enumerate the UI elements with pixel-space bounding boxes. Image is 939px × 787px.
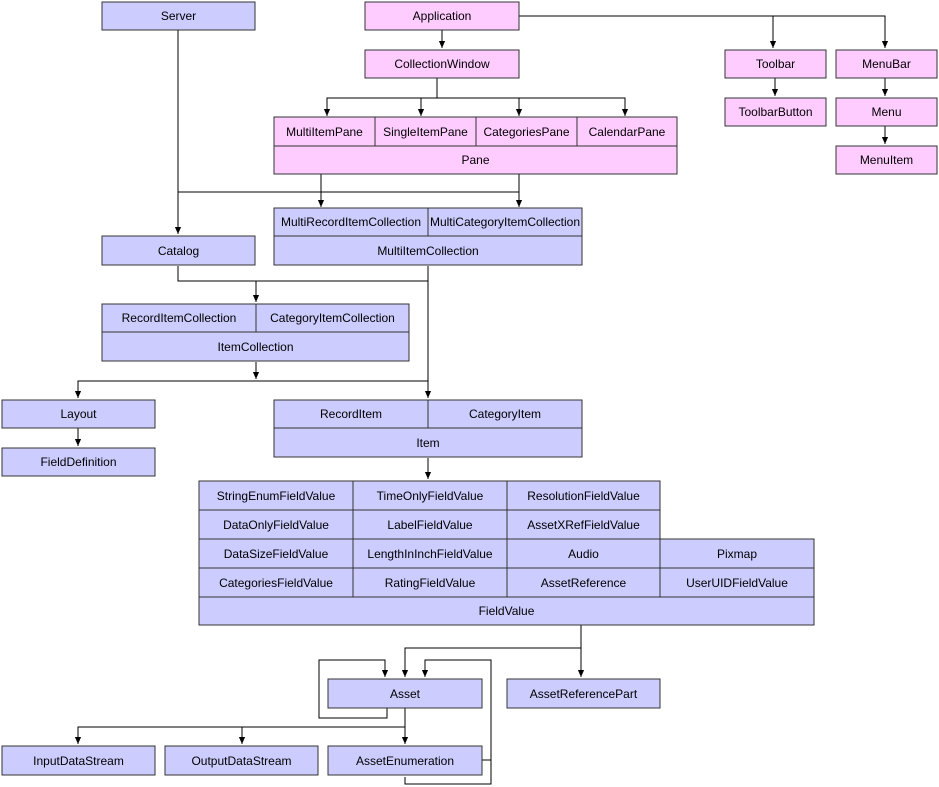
node-item-collection[interactable]: ItemCollection (101, 331, 410, 362)
svg-text:CategoriesPane: CategoriesPane (483, 125, 569, 139)
svg-text:CategoriesFieldValue: CategoriesFieldValue (219, 576, 333, 590)
svg-text:Menu: Menu (871, 105, 901, 119)
node-length-in-inch-field-value[interactable]: LengthInInchFieldValue (352, 538, 508, 569)
node-toolbar-button[interactable]: ToolbarButton (724, 97, 827, 127)
svg-text:AssetEnumeration: AssetEnumeration (356, 754, 454, 768)
node-asset-xref-field-value[interactable]: AssetXRefFieldValue (506, 509, 661, 540)
svg-text:ItemCollection: ItemCollection (217, 340, 293, 354)
node-toolbar[interactable]: Toolbar (724, 49, 827, 79)
node-output-data-stream[interactable]: OutputDataStream (164, 745, 319, 776)
node-label-field-value[interactable]: LabelFieldValue (352, 509, 508, 540)
node-multi-item-collection[interactable]: MultiItemCollection (273, 235, 583, 266)
node-data-only-field-value[interactable]: DataOnlyFieldValue (198, 509, 354, 540)
svg-text:MenuBar: MenuBar (862, 57, 911, 71)
node-record-item-collection[interactable]: RecordItemCollection (101, 303, 257, 333)
node-audio[interactable]: Audio (506, 538, 661, 569)
svg-text:Toolbar: Toolbar (756, 57, 795, 71)
node-record-item[interactable]: RecordItem (273, 399, 429, 429)
node-asset-reference-part[interactable]: AssetReferencePart (506, 678, 661, 709)
svg-text:MultiCategoryItemCollection: MultiCategoryItemCollection (430, 215, 580, 229)
svg-text:CategoryItemCollection: CategoryItemCollection (270, 311, 395, 325)
svg-text:Layout: Layout (60, 407, 97, 421)
svg-text:ToolbarButton: ToolbarButton (738, 105, 812, 119)
node-pane[interactable]: Pane (273, 145, 678, 175)
node-calendar-pane[interactable]: CalendarPane (576, 116, 678, 147)
svg-text:MenuItem: MenuItem (860, 153, 913, 167)
svg-text:ResolutionFieldValue: ResolutionFieldValue (527, 489, 640, 503)
node-server[interactable]: Server (101, 1, 256, 31)
node-input-data-stream[interactable]: InputDataStream (1, 745, 156, 776)
svg-text:AssetXRefFieldValue: AssetXRefFieldValue (527, 518, 640, 532)
svg-text:RecordItem: RecordItem (320, 407, 382, 421)
svg-text:TimeOnlyFieldValue: TimeOnlyFieldValue (377, 489, 484, 503)
svg-text:SingleItemPane: SingleItemPane (383, 125, 468, 139)
node-categories-field-value[interactable]: CategoriesFieldValue (198, 567, 354, 598)
svg-text:Item: Item (416, 436, 439, 450)
node-data-size-field-value[interactable]: DataSizeFieldValue (198, 538, 354, 569)
svg-text:DataSizeFieldValue: DataSizeFieldValue (224, 547, 329, 561)
node-multi-item-pane[interactable]: MultiItemPane (273, 116, 376, 147)
node-asset[interactable]: Asset (327, 678, 483, 709)
svg-text:DataOnlyFieldValue: DataOnlyFieldValue (223, 518, 329, 532)
svg-text:RatingFieldValue: RatingFieldValue (385, 576, 476, 590)
svg-text:Pane: Pane (461, 153, 489, 167)
svg-text:InputDataStream: InputDataStream (33, 754, 124, 768)
node-multi-category-item-collection[interactable]: MultiCategoryItemCollection (427, 207, 583, 237)
svg-text:MultiItemPane: MultiItemPane (286, 125, 363, 139)
node-application[interactable]: Application (364, 1, 520, 31)
node-resolution-field-value[interactable]: ResolutionFieldValue (506, 480, 661, 511)
node-collection-window[interactable]: CollectionWindow (364, 49, 520, 79)
node-rating-field-value[interactable]: RatingFieldValue (352, 567, 508, 598)
svg-text:OutputDataStream: OutputDataStream (191, 754, 291, 768)
svg-text:StringEnumFieldValue: StringEnumFieldValue (217, 489, 336, 503)
node-menubar[interactable]: MenuBar (835, 49, 938, 79)
svg-text:Asset: Asset (390, 687, 421, 701)
svg-text:Pixmap: Pixmap (717, 547, 757, 561)
svg-text:RecordItemCollection: RecordItemCollection (122, 311, 237, 325)
svg-text:Server: Server (161, 9, 196, 23)
node-item[interactable]: Item (273, 427, 583, 458)
svg-text:MultiItemCollection: MultiItemCollection (377, 244, 478, 258)
node-field-definition[interactable]: FieldDefinition (1, 447, 156, 477)
node-categories-pane[interactable]: CategoriesPane (475, 116, 578, 147)
node-user-uid-field-value[interactable]: UserUIDFieldValue (659, 567, 815, 598)
svg-text:CollectionWindow: CollectionWindow (394, 57, 490, 71)
node-layout[interactable]: Layout (1, 399, 156, 429)
node-string-enum-field-value[interactable]: StringEnumFieldValue (198, 480, 354, 511)
svg-text:FieldValue: FieldValue (479, 604, 535, 618)
node-menu-item[interactable]: MenuItem (835, 145, 938, 175)
node-multi-record-item-collection[interactable]: MultiRecordItemCollection (273, 207, 429, 237)
svg-text:Audio: Audio (568, 547, 599, 561)
svg-text:CalendarPane: CalendarPane (589, 125, 666, 139)
node-asset-enumeration[interactable]: AssetEnumeration (327, 745, 483, 776)
svg-text:Catalog: Catalog (158, 244, 199, 258)
svg-text:FieldDefinition: FieldDefinition (40, 455, 116, 469)
svg-text:AssetReference: AssetReference (541, 576, 627, 590)
node-field-value[interactable]: FieldValue (198, 596, 815, 626)
node-menu[interactable]: Menu (835, 97, 938, 127)
node-asset-reference[interactable]: AssetReference (506, 567, 661, 598)
svg-text:LengthInInchFieldValue: LengthInInchFieldValue (367, 547, 493, 561)
svg-text:CategoryItem: CategoryItem (469, 407, 541, 421)
node-pixmap[interactable]: Pixmap (659, 538, 815, 569)
svg-text:Application: Application (413, 9, 472, 23)
svg-text:MultiRecordItemCollection: MultiRecordItemCollection (281, 215, 421, 229)
node-single-item-pane[interactable]: SingleItemPane (374, 116, 477, 147)
node-category-item-collection[interactable]: CategoryItemCollection (255, 303, 410, 333)
svg-text:LabelFieldValue: LabelFieldValue (387, 518, 472, 532)
node-time-only-field-value[interactable]: TimeOnlyFieldValue (352, 480, 508, 511)
svg-text:UserUIDFieldValue: UserUIDFieldValue (686, 576, 788, 590)
svg-text:AssetReferencePart: AssetReferencePart (530, 687, 638, 701)
node-category-item[interactable]: CategoryItem (427, 399, 583, 429)
node-catalog[interactable]: Catalog (101, 235, 256, 266)
